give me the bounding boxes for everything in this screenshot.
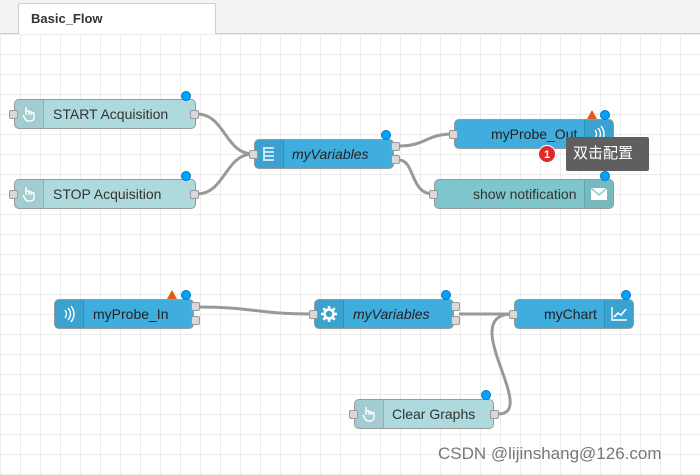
error-count-badge: 1 <box>538 145 556 163</box>
node-label: show notification <box>473 186 577 202</box>
changed-status-dot <box>600 171 610 181</box>
probe-icon-box <box>55 300 84 328</box>
list-icon <box>263 147 274 161</box>
hand-pointer-icon <box>22 187 35 202</box>
input-port[interactable] <box>309 310 318 319</box>
watermark-text: CSDN @lijinshang@126.com <box>438 444 662 463</box>
node-label: myVariables <box>353 306 430 322</box>
inject-icon-box <box>355 400 384 428</box>
wire-probe-in-to-variables <box>196 305 314 316</box>
output-port-2[interactable] <box>191 316 200 325</box>
function-icon-box <box>255 140 284 168</box>
node-label: myProbe_Out <box>491 126 578 142</box>
output-port-1[interactable] <box>391 142 400 151</box>
node-my-variables-2[interactable]: myVariables <box>314 299 454 329</box>
output-port-1[interactable] <box>191 302 200 311</box>
node-show-notification[interactable]: show notification <box>434 179 614 209</box>
wire-variables-to-probe-out <box>398 132 454 148</box>
node-my-probe-in[interactable]: myProbe_In <box>54 299 194 329</box>
output-port-2[interactable] <box>451 316 460 325</box>
flow-canvas[interactable]: START Acquisition STOP Acquisition myVar… <box>0 34 700 475</box>
warning-icon <box>167 290 177 299</box>
node-label: START Acquisition <box>53 106 169 122</box>
changed-status-dot <box>181 171 191 181</box>
changed-status-dot <box>181 91 191 101</box>
hand-pointer-icon <box>22 107 35 122</box>
node-label: myVariables <box>292 146 369 162</box>
changed-status-dot <box>621 290 631 300</box>
output-port[interactable] <box>190 110 199 119</box>
changed-status-dot <box>441 290 451 300</box>
changed-status-dot <box>181 290 191 300</box>
node-tooltip: 双击配置 <box>566 137 649 171</box>
output-port[interactable] <box>490 410 499 419</box>
wire-start-to-variables <box>196 112 254 156</box>
node-label: Clear Graphs <box>392 406 476 422</box>
tab-basic-flow[interactable]: Basic_Flow <box>18 3 216 35</box>
node-stop-acquisition[interactable]: STOP Acquisition <box>14 179 196 209</box>
input-port[interactable] <box>509 310 518 319</box>
wire-stop-to-variables <box>196 152 254 196</box>
output-port-1[interactable] <box>451 302 460 311</box>
inject-icon-box <box>15 100 44 128</box>
changed-status-dot <box>381 130 391 140</box>
warning-icon <box>587 110 597 119</box>
input-port[interactable] <box>349 410 358 419</box>
workspace-tab-bar: Basic_Flow <box>0 0 700 35</box>
tab-label: Basic_Flow <box>31 11 103 26</box>
hand-pointer-icon <box>362 407 375 422</box>
input-port[interactable] <box>249 150 258 159</box>
notification-icon-box <box>584 180 613 208</box>
probe-signal-icon <box>64 305 75 323</box>
gear-icon <box>321 306 337 322</box>
output-port-2[interactable] <box>391 155 400 164</box>
node-clear-graphs[interactable]: Clear Graphs <box>354 399 494 429</box>
node-label: STOP Acquisition <box>53 186 162 202</box>
chart-icon-box <box>604 300 633 328</box>
inject-icon-box <box>15 180 44 208</box>
envelope-icon <box>590 187 608 200</box>
input-port[interactable] <box>449 130 458 139</box>
input-port[interactable] <box>9 190 18 199</box>
wire-variables-to-notification <box>398 158 434 196</box>
node-my-chart[interactable]: myChart <box>514 299 634 329</box>
function-icon-box <box>315 300 344 328</box>
output-port[interactable] <box>190 190 199 199</box>
node-start-acquisition[interactable]: START Acquisition <box>14 99 196 129</box>
node-label: myChart <box>544 306 597 322</box>
input-port[interactable] <box>429 190 438 199</box>
changed-status-dot <box>600 110 610 120</box>
wire-clear-to-chart <box>490 312 514 416</box>
input-port[interactable] <box>9 110 18 119</box>
node-my-variables-1[interactable]: myVariables <box>254 139 394 169</box>
node-label: myProbe_In <box>93 306 169 322</box>
line-chart-icon <box>611 307 627 321</box>
changed-status-dot <box>481 390 491 400</box>
